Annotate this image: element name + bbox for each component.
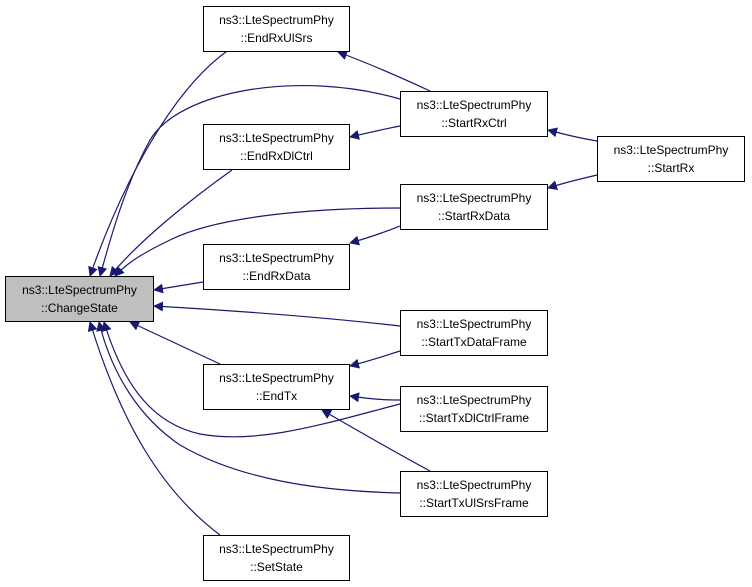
node-end-rx-dl-ctrl-class: ns3::LteSpectrumPhy bbox=[219, 131, 334, 145]
edge-start-rx-data-to-change-state bbox=[114, 207, 401, 277]
node-start-tx-data-frame-class: ns3::LteSpectrumPhy bbox=[416, 317, 532, 331]
node-start-tx-dl-ctrl-frame-class: ns3::LteSpectrumPhy bbox=[416, 393, 532, 407]
edge-start-rx-ctrl-to-end-rx-ul-srs bbox=[337, 50, 431, 92]
node-end-tx-class: ns3::LteSpectrumPhy bbox=[219, 371, 334, 385]
node-end-rx-ul-srs-class: ns3::LteSpectrumPhy bbox=[219, 13, 334, 27]
edge-end-rx-dl-ctrl-to-change-state bbox=[109, 169, 233, 277]
node-start-rx-class: ns3::LteSpectrumPhy bbox=[613, 143, 729, 157]
node-start-rx-data-class: ns3::LteSpectrumPhy bbox=[416, 191, 532, 205]
node-start-rx-ctrl[interactable]: ns3::LteSpectrumPhy ::StartRxCtrl bbox=[400, 91, 548, 137]
node-start-tx-ul-srs-frame-method: ::StartTxUlSrsFrame bbox=[419, 496, 529, 510]
node-start-tx-data-frame-method: ::StartTxDataFrame bbox=[421, 335, 527, 349]
node-end-rx-dl-ctrl-method: ::EndRxDlCtrl bbox=[240, 149, 313, 163]
node-start-rx-ctrl-method: ::StartRxCtrl bbox=[441, 116, 507, 130]
node-start-rx-ctrl-class: ns3::LteSpectrumPhy bbox=[416, 98, 532, 112]
edge-start-rx-to-start-rx-data bbox=[547, 174, 598, 191]
edge-start-tx-data-frame-to-end-tx bbox=[349, 350, 401, 369]
node-end-rx-data-class: ns3::LteSpectrumPhy bbox=[219, 251, 334, 265]
node-start-tx-dl-ctrl-frame[interactable]: ns3::LteSpectrumPhy ::StartTxDlCtrlFrame bbox=[400, 386, 548, 432]
node-start-rx-method: ::StartRx bbox=[647, 161, 695, 175]
node-end-rx-ul-srs-method: ::EndRxUlSrs bbox=[240, 31, 313, 45]
edge-start-tx-ul-srs-frame-to-change-state bbox=[96, 321, 401, 494]
node-start-rx[interactable]: ns3::LteSpectrumPhy ::StartRx bbox=[597, 136, 745, 182]
node-start-tx-data-frame[interactable]: ns3::LteSpectrumPhy ::StartTxDataFrame bbox=[400, 310, 548, 356]
edge-start-rx-ctrl-to-change-state bbox=[97, 85, 401, 277]
edge-set-state-to-change-state bbox=[87, 321, 221, 536]
edge-start-rx-data-to-end-rx-data bbox=[349, 225, 401, 246]
node-end-tx-method: ::EndTx bbox=[255, 389, 298, 403]
node-start-tx-ul-srs-frame-class: ns3::LteSpectrumPhy bbox=[416, 478, 532, 492]
node-change-state-class: ns3::LteSpectrumPhy bbox=[22, 283, 137, 297]
node-set-state[interactable]: ns3::LteSpectrumPhy ::SetState bbox=[203, 535, 350, 581]
node-start-rx-data-method: ::StartRxData bbox=[437, 209, 511, 223]
node-change-state-method: ::ChangeState bbox=[41, 301, 118, 315]
node-start-tx-dl-ctrl-frame-method: ::StartTxDlCtrlFrame bbox=[418, 411, 529, 425]
edge-start-rx-ctrl-to-end-rx-dl-ctrl bbox=[349, 125, 401, 140]
node-end-rx-data[interactable]: ns3::LteSpectrumPhy ::EndRxData bbox=[203, 244, 350, 290]
edge-end-rx-data-to-change-state bbox=[153, 281, 204, 294]
node-end-tx[interactable]: ns3::LteSpectrumPhy ::EndTx bbox=[203, 364, 350, 410]
node-end-rx-ul-srs[interactable]: ns3::LteSpectrumPhy ::EndRxUlSrs bbox=[203, 6, 350, 52]
edge-end-rx-ul-srs-to-change-state bbox=[88, 48, 231, 277]
edge-end-tx-to-change-state bbox=[129, 321, 221, 365]
edge-start-tx-ul-srs-frame-to-end-tx bbox=[321, 409, 431, 472]
node-end-rx-data-method: ::EndRxData bbox=[242, 269, 311, 283]
edge-start-tx-data-frame-to-change-state bbox=[153, 301, 401, 327]
node-set-state-method: ::SetState bbox=[250, 560, 303, 574]
node-change-state: ns3::LteSpectrumPhy ::ChangeState bbox=[5, 276, 154, 322]
node-end-rx-dl-ctrl[interactable]: ns3::LteSpectrumPhy ::EndRxDlCtrl bbox=[203, 124, 350, 170]
node-start-rx-data[interactable]: ns3::LteSpectrumPhy ::StartRxData bbox=[400, 184, 548, 230]
node-start-tx-ul-srs-frame[interactable]: ns3::LteSpectrumPhy ::StartTxUlSrsFrame bbox=[400, 471, 548, 517]
edge-start-rx-to-start-rx-ctrl bbox=[547, 127, 598, 142]
edge-start-tx-dl-ctrl-frame-to-end-tx bbox=[349, 392, 401, 403]
node-set-state-class: ns3::LteSpectrumPhy bbox=[219, 542, 334, 556]
